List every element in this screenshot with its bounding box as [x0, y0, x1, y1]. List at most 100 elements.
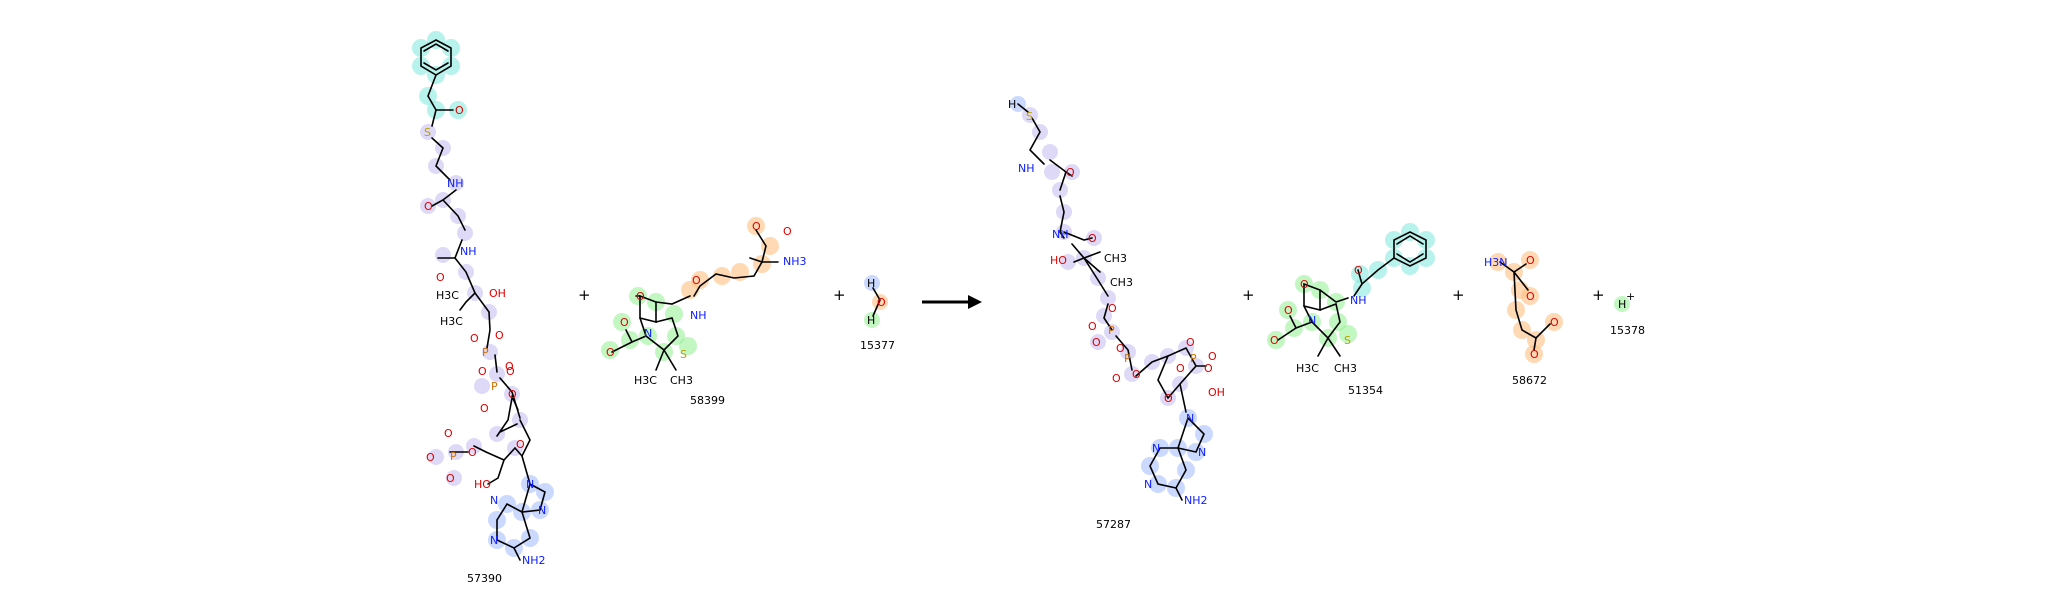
svg-text:O: O: [1526, 254, 1535, 267]
svg-text:O: O: [508, 388, 517, 401]
svg-text:P: P: [1124, 352, 1131, 365]
svg-text:O: O: [436, 271, 445, 284]
compound-id-51354: 51354: [1348, 384, 1383, 397]
svg-text:O: O: [783, 225, 792, 238]
plus-sign: +: [1242, 286, 1255, 304]
svg-text:S: S: [424, 126, 431, 139]
svg-text:O: O: [1088, 320, 1097, 333]
svg-text:P: P: [1108, 324, 1115, 337]
svg-text:O: O: [495, 329, 504, 342]
highlight-coa-chain: [420, 124, 528, 486]
svg-text:O: O: [1270, 334, 1279, 347]
compound-id-57390: 57390: [467, 572, 502, 585]
svg-text:O: O: [877, 296, 886, 309]
compound-id-58672: 58672: [1512, 374, 1547, 387]
svg-text:O: O: [1164, 392, 1173, 405]
svg-text:NH3: NH3: [783, 255, 807, 268]
plus-sign: +: [1592, 286, 1605, 304]
svg-text:O: O: [1526, 290, 1535, 303]
svg-text:P: P: [491, 380, 498, 393]
svg-text:N: N: [1144, 478, 1152, 491]
svg-text:S: S: [1026, 110, 1033, 123]
compound-coenzyme-a: H S NH O NH O HO CH3 CH3 O O P O O P O O…: [1008, 96, 1225, 531]
svg-text:NH: NH: [460, 245, 477, 258]
svg-text:O: O: [1550, 316, 1559, 329]
svg-text:H3C: H3C: [440, 315, 463, 328]
svg-text:H3N: H3N: [1484, 256, 1508, 269]
svg-text:O: O: [1116, 342, 1125, 355]
svg-text:O: O: [424, 200, 433, 213]
plus-sign: +: [833, 286, 846, 304]
atoms-isopenicillin-n: O O NH3 O O NH N O S O H3C CH3: [606, 220, 807, 387]
svg-text:O: O: [1092, 336, 1101, 349]
svg-text:O: O: [1186, 336, 1195, 349]
svg-text:O: O: [505, 360, 514, 373]
svg-text:P: P: [482, 346, 489, 359]
svg-text:NH: NH: [1052, 228, 1069, 241]
svg-text:CH3: CH3: [1104, 252, 1127, 265]
svg-text:O: O: [455, 104, 464, 117]
svg-text:O: O: [606, 346, 615, 359]
svg-text:O: O: [1088, 232, 1097, 245]
svg-text:O: O: [1208, 350, 1217, 363]
svg-text:NH: NH: [1018, 162, 1035, 175]
compound-id-15377: 15377: [860, 339, 895, 352]
svg-text:+: +: [1626, 290, 1635, 303]
svg-text:H: H: [867, 277, 875, 290]
svg-text:H: H: [1618, 298, 1626, 311]
svg-text:OH: OH: [489, 287, 506, 300]
svg-text:H: H: [1008, 98, 1016, 111]
svg-text:N: N: [1198, 446, 1206, 459]
svg-text:O: O: [752, 220, 761, 233]
atoms-l-2-aminoadipate: H3N O O O O: [1484, 254, 1559, 361]
svg-text:NH: NH: [447, 177, 464, 190]
svg-text:O: O: [1108, 302, 1117, 315]
svg-text:N: N: [526, 478, 534, 491]
highlight-penam-core: [601, 287, 697, 361]
svg-text:O: O: [1132, 368, 1141, 381]
compound-id-58399: 58399: [690, 394, 725, 407]
atoms-coenzyme-a: H S NH O NH O HO CH3 CH3 O O P O O P O O…: [1008, 98, 1225, 507]
svg-text:CH3: CH3: [670, 374, 693, 387]
compound-id-15378: 15378: [1610, 324, 1645, 337]
bonds-isopenicillin-n: [611, 229, 779, 371]
svg-text:P: P: [1190, 352, 1197, 365]
svg-text:H: H: [867, 314, 875, 327]
svg-text:O: O: [468, 446, 477, 459]
svg-text:N: N: [490, 494, 498, 507]
svg-text:O: O: [516, 438, 525, 451]
compound-phenylacetyl-coa: O S NH O NH O OH H3C H3C O O P O O O P O…: [412, 31, 554, 585]
compound-l-2-aminoadipate: H3N O O O O 58672: [1484, 251, 1563, 387]
svg-text:NH2: NH2: [1184, 494, 1208, 507]
bonds-penicillin-g: [1277, 231, 1427, 357]
svg-text:NH: NH: [690, 309, 707, 322]
svg-text:H3C: H3C: [1296, 362, 1319, 375]
svg-text:NH2: NH2: [522, 554, 546, 567]
svg-text:S: S: [1344, 334, 1351, 347]
svg-text:N: N: [490, 534, 498, 547]
svg-text:O: O: [426, 451, 435, 464]
svg-text:CH3: CH3: [1334, 362, 1357, 375]
svg-text:N: N: [1152, 442, 1160, 455]
svg-text:O: O: [478, 365, 487, 378]
svg-text:O: O: [470, 332, 479, 345]
svg-text:O: O: [1066, 166, 1075, 179]
compound-isopenicillin-n: O O NH3 O O NH N O S O H3C CH3 58399: [601, 217, 807, 407]
plus-sign: +: [1452, 286, 1465, 304]
compound-id-57287: 57287: [1096, 518, 1131, 531]
svg-text:HO: HO: [1050, 254, 1067, 267]
highlight-coa: [1010, 96, 1204, 406]
svg-text:O: O: [636, 290, 645, 303]
svg-text:O: O: [1176, 362, 1185, 375]
svg-text:NH: NH: [1350, 294, 1367, 307]
bonds-coenzyme-a: [1017, 103, 1207, 501]
plus-sign: +: [578, 286, 591, 304]
svg-text:O: O: [446, 472, 455, 485]
svg-text:HO: HO: [474, 478, 491, 491]
svg-text:N: N: [1186, 412, 1194, 425]
svg-text:O: O: [1204, 362, 1213, 375]
svg-text:O: O: [620, 316, 629, 329]
svg-text:O: O: [1530, 348, 1539, 361]
atoms-penicillin-g: O NH O N O S O H3C CH3: [1270, 264, 1367, 375]
